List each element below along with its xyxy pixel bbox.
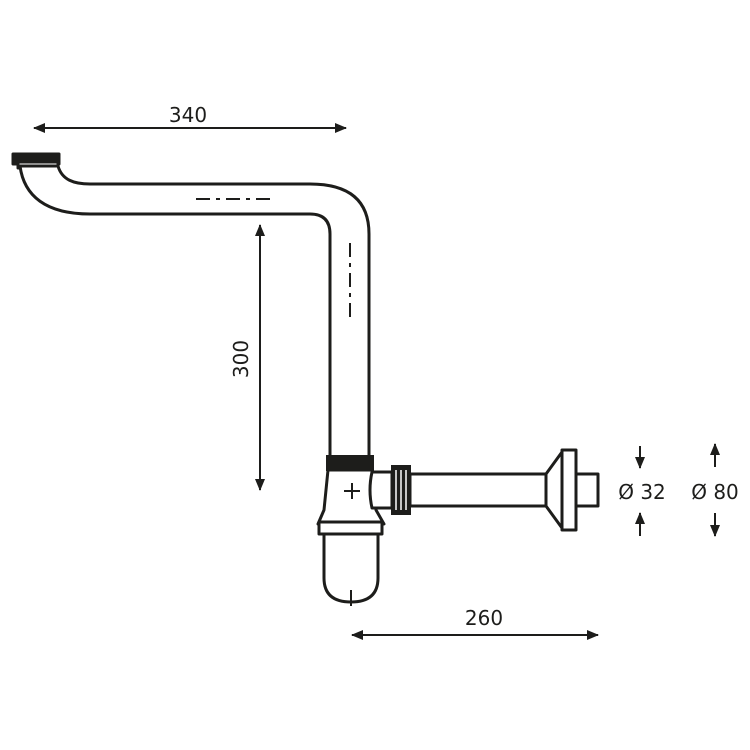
dimension-lines xyxy=(33,123,720,640)
trap-cup-ring xyxy=(317,520,384,536)
outlet-connector xyxy=(368,470,394,510)
upper-pipe-body xyxy=(18,164,371,460)
wall-stub xyxy=(574,472,600,508)
dim-label-flange-diameter: Ø 80 xyxy=(691,480,739,504)
wall-flange-cone xyxy=(544,450,564,530)
dim-label-outlet-length: 260 xyxy=(465,606,503,630)
outlet-tube xyxy=(408,472,548,508)
dim-label-outlet-diameter: Ø 32 xyxy=(618,480,666,504)
trap-nut xyxy=(326,455,374,471)
dim-label-vertical-length: 300 xyxy=(229,340,253,378)
trap-body xyxy=(316,455,386,606)
wall-flange-plate xyxy=(560,448,578,532)
upper-pipe xyxy=(11,152,371,460)
dim-label-top-length: 340 xyxy=(169,103,207,127)
outlet-pipe xyxy=(368,448,600,532)
